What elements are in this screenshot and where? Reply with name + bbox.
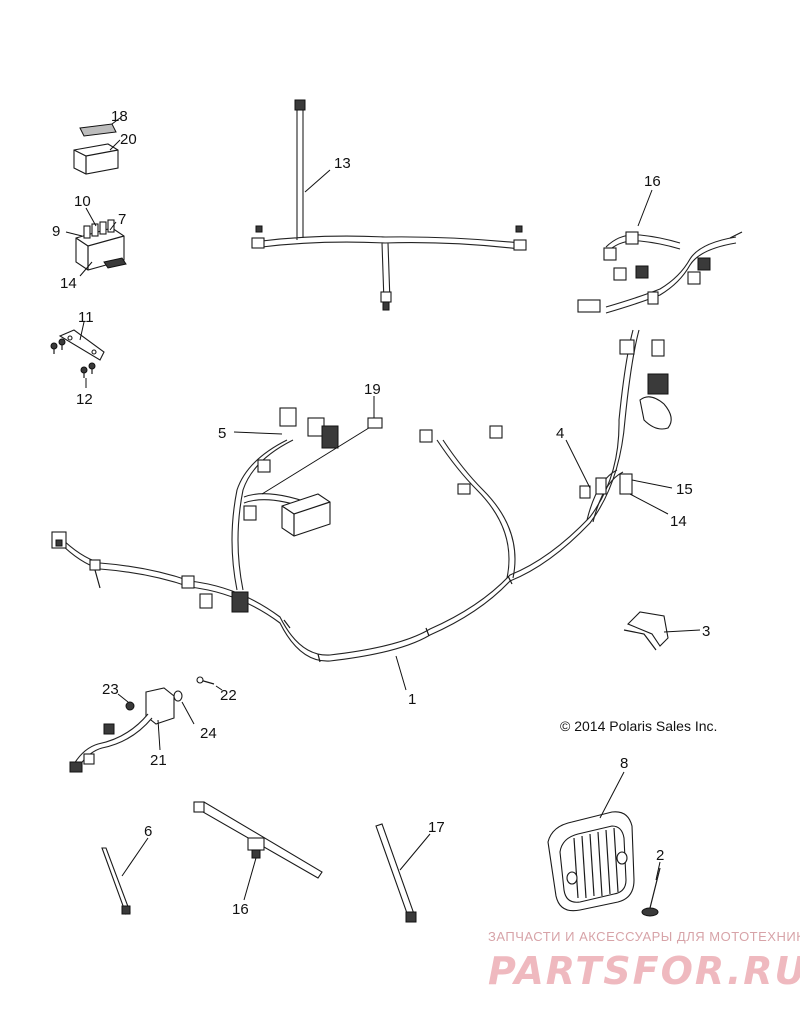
callout-4: 4 [556,425,564,442]
fuse-box-assembly [65,207,127,277]
callout-6: 6 [144,823,152,840]
callout-18: 18 [111,108,128,125]
callout-3: 3 [702,623,710,640]
part-1-main-harness [51,299,673,691]
callout-22: 22 [220,687,237,704]
part-16-rear-harness [603,189,743,314]
callout-15: 15 [676,481,693,498]
callout-7: 7 [118,211,126,228]
callout-8: 8 [620,755,628,772]
part-20-fuse-cover [73,139,121,175]
part-11-bracket [58,321,105,361]
callout-16-harness: 16 [644,173,661,190]
part-17-cable-tie [375,823,431,923]
callout-17: 17 [428,819,445,836]
part-2-screw [641,861,661,917]
callout-20: 20 [120,131,137,148]
callout-14-fusebox: 14 [60,275,77,292]
part-12-screws [50,338,96,388]
part-19-clip [367,396,383,429]
part-24-washer [173,690,195,725]
callout-13: 13 [334,155,351,172]
watermark-tagline: ЗАПЧАСТИ И АКСЕССУАРЫ ДЛЯ МОТОТЕХНИКИ [488,929,800,944]
copyright-notice: © 2014 Polaris Sales Inc. [560,718,717,734]
watermark-brand: PARTSFOR.RU [488,949,800,993]
callout-5: 5 [218,425,226,442]
callout-23: 23 [102,681,119,698]
part-21-relay-assembly [69,687,175,773]
part-6-cable-tie [101,837,149,915]
callout-24: 24 [200,725,217,742]
callout-19: 19 [364,381,381,398]
callout-14-harness: 14 [670,513,687,530]
callout-10: 10 [74,193,91,210]
part-8-voltage-regulator [547,771,635,912]
callout-9: 9 [52,223,60,240]
part-3-bracket [623,611,701,651]
callout-12: 12 [76,391,93,408]
part-22-bolt [196,676,223,691]
part-16-cable-tie-mount [193,801,323,901]
callout-11: 11 [78,309,94,326]
callout-2: 2 [656,847,664,864]
callout-21: 21 [150,752,167,769]
part-18-label-strip [79,117,121,137]
callout-16-tie: 16 [232,901,249,918]
callout-1: 1 [408,691,416,708]
part-23-nut [117,693,135,711]
part-13-sub-harness [251,99,527,311]
